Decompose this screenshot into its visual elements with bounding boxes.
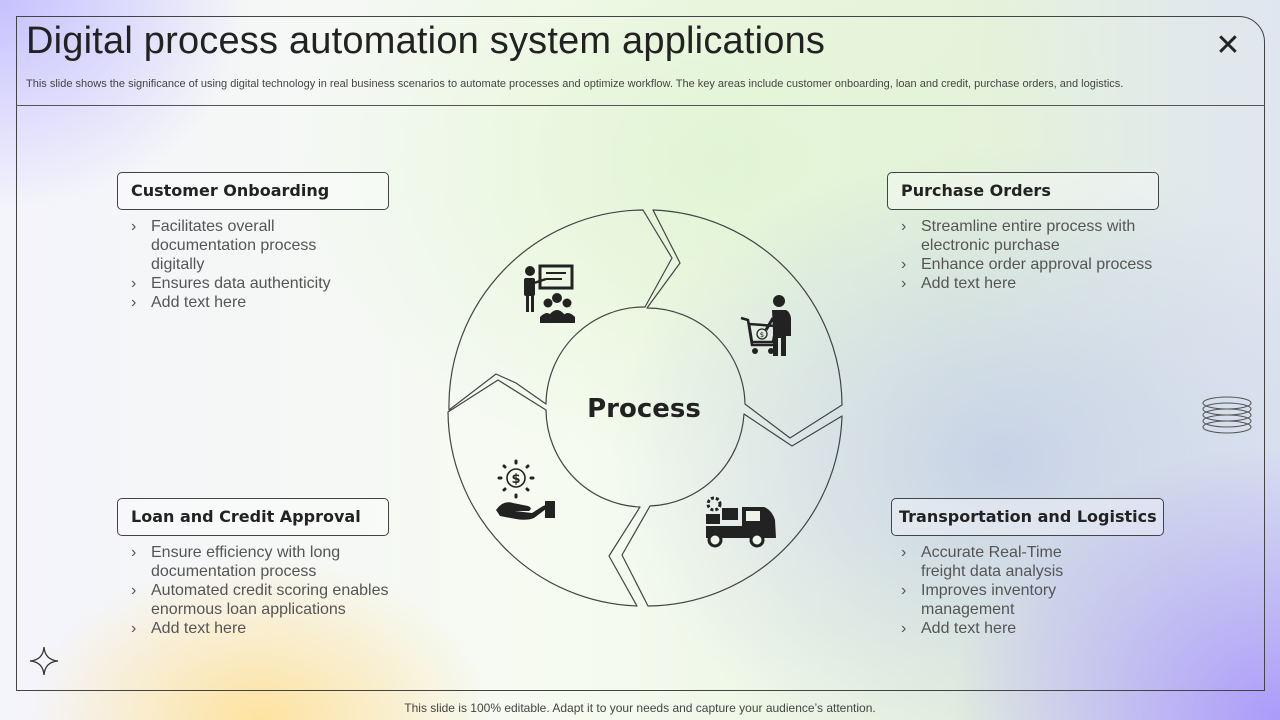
process-center-label: Process: [587, 394, 701, 424]
cycle-segment-bottom-right: [621, 413, 843, 607]
list-item: Streamline entire process with electroni…: [901, 217, 1171, 255]
close-button[interactable]: ✕: [1215, 29, 1241, 62]
bullet-list-loan-credit: Ensure efficiency with long documentatio…: [131, 543, 395, 638]
bullet-list-transportation-logistics: Accurate Real-Time freight data analysis…: [901, 543, 1081, 638]
delivery-truck-icon: [706, 496, 776, 548]
svg-text:$: $: [511, 472, 520, 487]
cycle-segment-top-right: [646, 209, 843, 439]
header-divider: [16, 105, 1265, 106]
list-item: Ensure efficiency with long documentatio…: [131, 543, 395, 581]
list-item: Add text here: [901, 274, 1171, 293]
section-title-customer-onboarding: Customer Onboarding: [117, 172, 389, 210]
process-cycle-diagram: Process $ $: [447, 209, 843, 607]
list-item: Ensures data authenticity: [131, 274, 341, 293]
sparkle-icon: [29, 646, 59, 676]
coil-decoration-icon: [1202, 396, 1252, 434]
cycle-segment-top-left: [448, 209, 673, 411]
list-item: Accurate Real-Time freight data analysis: [901, 543, 1081, 581]
presentation-icon: [524, 264, 575, 323]
list-item: Add text here: [901, 619, 1081, 638]
list-item: Add text here: [131, 293, 341, 312]
section-title-purchase-orders: Purchase Orders: [887, 172, 1159, 210]
list-item: Automated credit scoring enables enormou…: [131, 581, 395, 619]
section-title-loan-credit: Loan and Credit Approval: [117, 498, 389, 536]
slide-frame: [16, 16, 1265, 691]
cycle-segment-bottom-left: [447, 379, 641, 607]
list-item: Facilitates overall documentation proces…: [131, 217, 341, 274]
bullet-list-purchase-orders: Streamline entire process with electroni…: [901, 217, 1171, 293]
svg-text:$: $: [760, 331, 764, 339]
footer-note: This slide is 100% editable. Adapt it to…: [404, 701, 876, 715]
shopping-cart-icon: $: [740, 295, 791, 356]
page-subtitle: This slide shows the significance of usi…: [26, 78, 1124, 90]
page-title: Digital process automation system applic…: [26, 20, 826, 62]
money-hand-icon: $: [496, 459, 555, 520]
list-item: Add text here: [131, 619, 395, 638]
list-item: Enhance order approval process: [901, 255, 1171, 274]
bullet-list-customer-onboarding: Facilitates overall documentation proces…: [131, 217, 341, 312]
section-title-transportation-logistics: Transportation and Logistics: [891, 498, 1164, 536]
list-item: Improves inventory management: [901, 581, 1081, 619]
